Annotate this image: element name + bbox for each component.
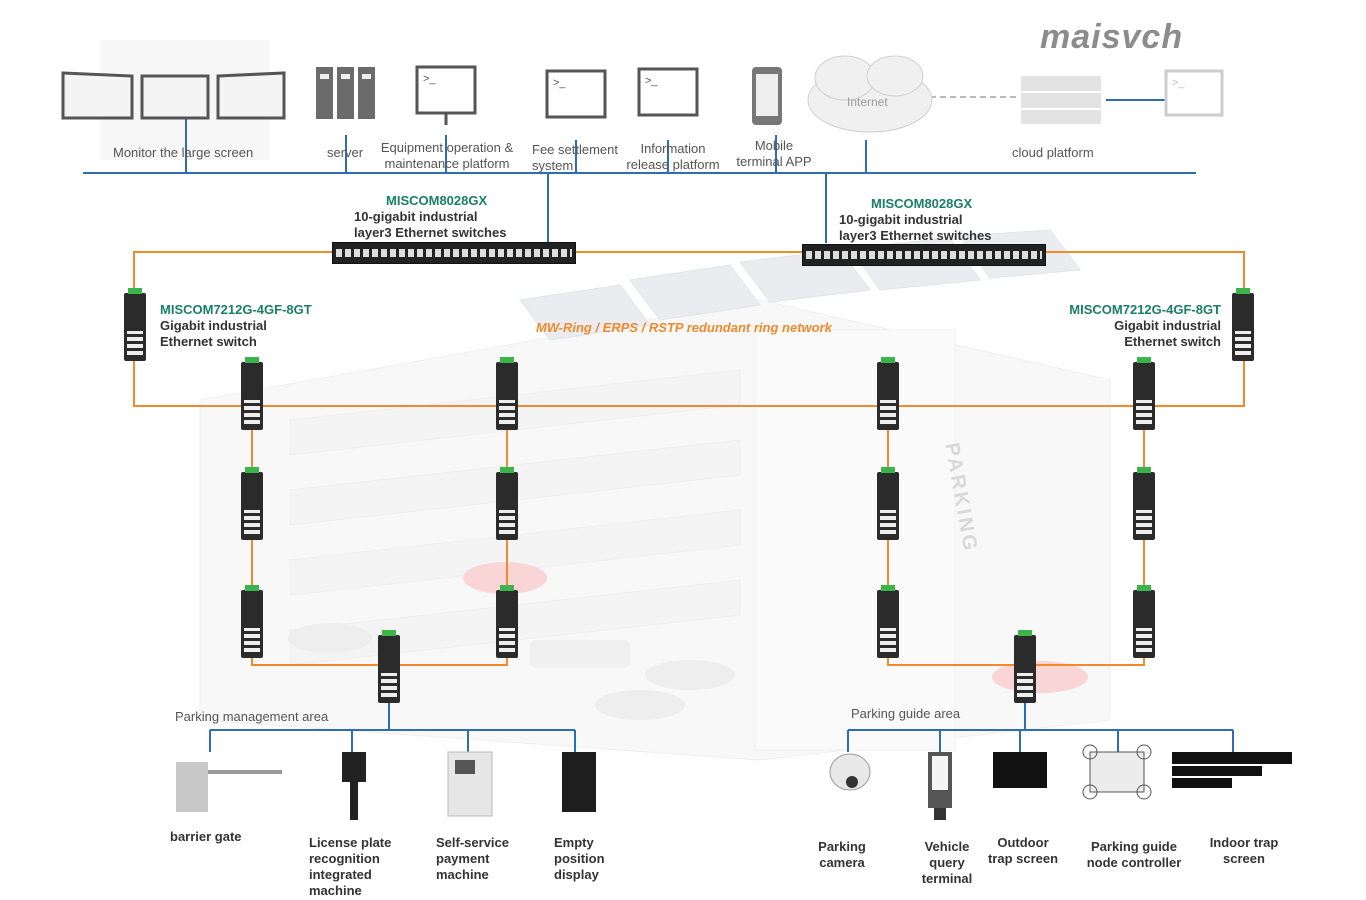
core-switch-left-label: MISCOM8028GX 10-gigabit industrial layer… bbox=[354, 193, 507, 240]
indoor-trap-screen-icon bbox=[1172, 752, 1292, 788]
monitor-wall-icon bbox=[61, 71, 286, 120]
server-label: server bbox=[327, 145, 364, 160]
cloud-platform-label: cloud platform bbox=[1012, 145, 1094, 160]
guide-area-title: Parking guide area bbox=[851, 706, 961, 721]
license-plate-camera-icon bbox=[342, 752, 366, 820]
ring-network-label: MW-Ring / ERPS / RSTP redundant ring net… bbox=[536, 320, 832, 335]
access-switch bbox=[877, 467, 899, 540]
outdoor-trap-screen-icon bbox=[993, 752, 1047, 788]
access-switch-guide bbox=[1014, 630, 1036, 703]
access-switch bbox=[1133, 467, 1155, 540]
internet-label: Internet bbox=[847, 95, 888, 109]
empty-position-display-icon bbox=[562, 752, 596, 812]
svg-text:>_: >_ bbox=[1172, 77, 1185, 89]
terminal-icon-fee: >_ bbox=[545, 69, 607, 119]
access-switch bbox=[496, 467, 518, 540]
management-area-title: Parking management area bbox=[175, 709, 329, 724]
mobile-hand-icon bbox=[752, 67, 782, 125]
ring-switch-right-label: MISCOM7212G-4GF-8GT Gigabit industrial E… bbox=[1069, 302, 1221, 349]
vehicle-query-terminal-icon bbox=[928, 752, 952, 820]
cloud-icon bbox=[807, 55, 933, 133]
node-controller-icon bbox=[1082, 744, 1152, 800]
equipment-label: Equipment operation &maintenance platfor… bbox=[380, 140, 514, 171]
firewall-icon bbox=[1019, 74, 1103, 126]
barrier-gate-icon bbox=[176, 762, 282, 812]
svg-text:>_: >_ bbox=[423, 73, 436, 85]
ring-switch-left-label: MISCOM7212G-4GF-8GT Gigabit industrial E… bbox=[160, 302, 312, 349]
brand-logo: maisvch bbox=[1040, 18, 1184, 56]
terminal-icon-cloud: >_ bbox=[1164, 69, 1224, 117]
svg-text:>_: >_ bbox=[645, 75, 658, 87]
dome-camera-icon bbox=[829, 753, 871, 791]
ring-switch-left bbox=[124, 288, 146, 361]
access-switch bbox=[1133, 585, 1155, 658]
access-switch bbox=[1133, 357, 1155, 430]
backbone-lines bbox=[83, 99, 1234, 752]
server-icon bbox=[316, 67, 375, 119]
access-switch bbox=[496, 585, 518, 658]
core-switch-right bbox=[802, 244, 1046, 266]
core-switch-left bbox=[332, 242, 576, 264]
svg-text:>_: >_ bbox=[553, 77, 566, 89]
monitor-label: Monitor the large screen bbox=[113, 145, 254, 160]
terminal-icon-info: >_ bbox=[637, 67, 699, 117]
payment-machine-icon bbox=[447, 751, 493, 817]
access-switch bbox=[241, 585, 263, 658]
access-switch bbox=[877, 357, 899, 430]
access-switch bbox=[496, 357, 518, 430]
terminal-icon-equipment: >_ bbox=[415, 65, 477, 125]
access-switch bbox=[241, 467, 263, 540]
barrier-gate-label: barrier gate bbox=[170, 829, 242, 844]
access-switch-management bbox=[378, 630, 400, 703]
ring-switch-right bbox=[1232, 288, 1254, 361]
access-switch bbox=[877, 585, 899, 658]
core-switch-right-label: MISCOM8028GX 10-gigabit industrial layer… bbox=[839, 196, 992, 243]
access-switch bbox=[241, 357, 263, 430]
